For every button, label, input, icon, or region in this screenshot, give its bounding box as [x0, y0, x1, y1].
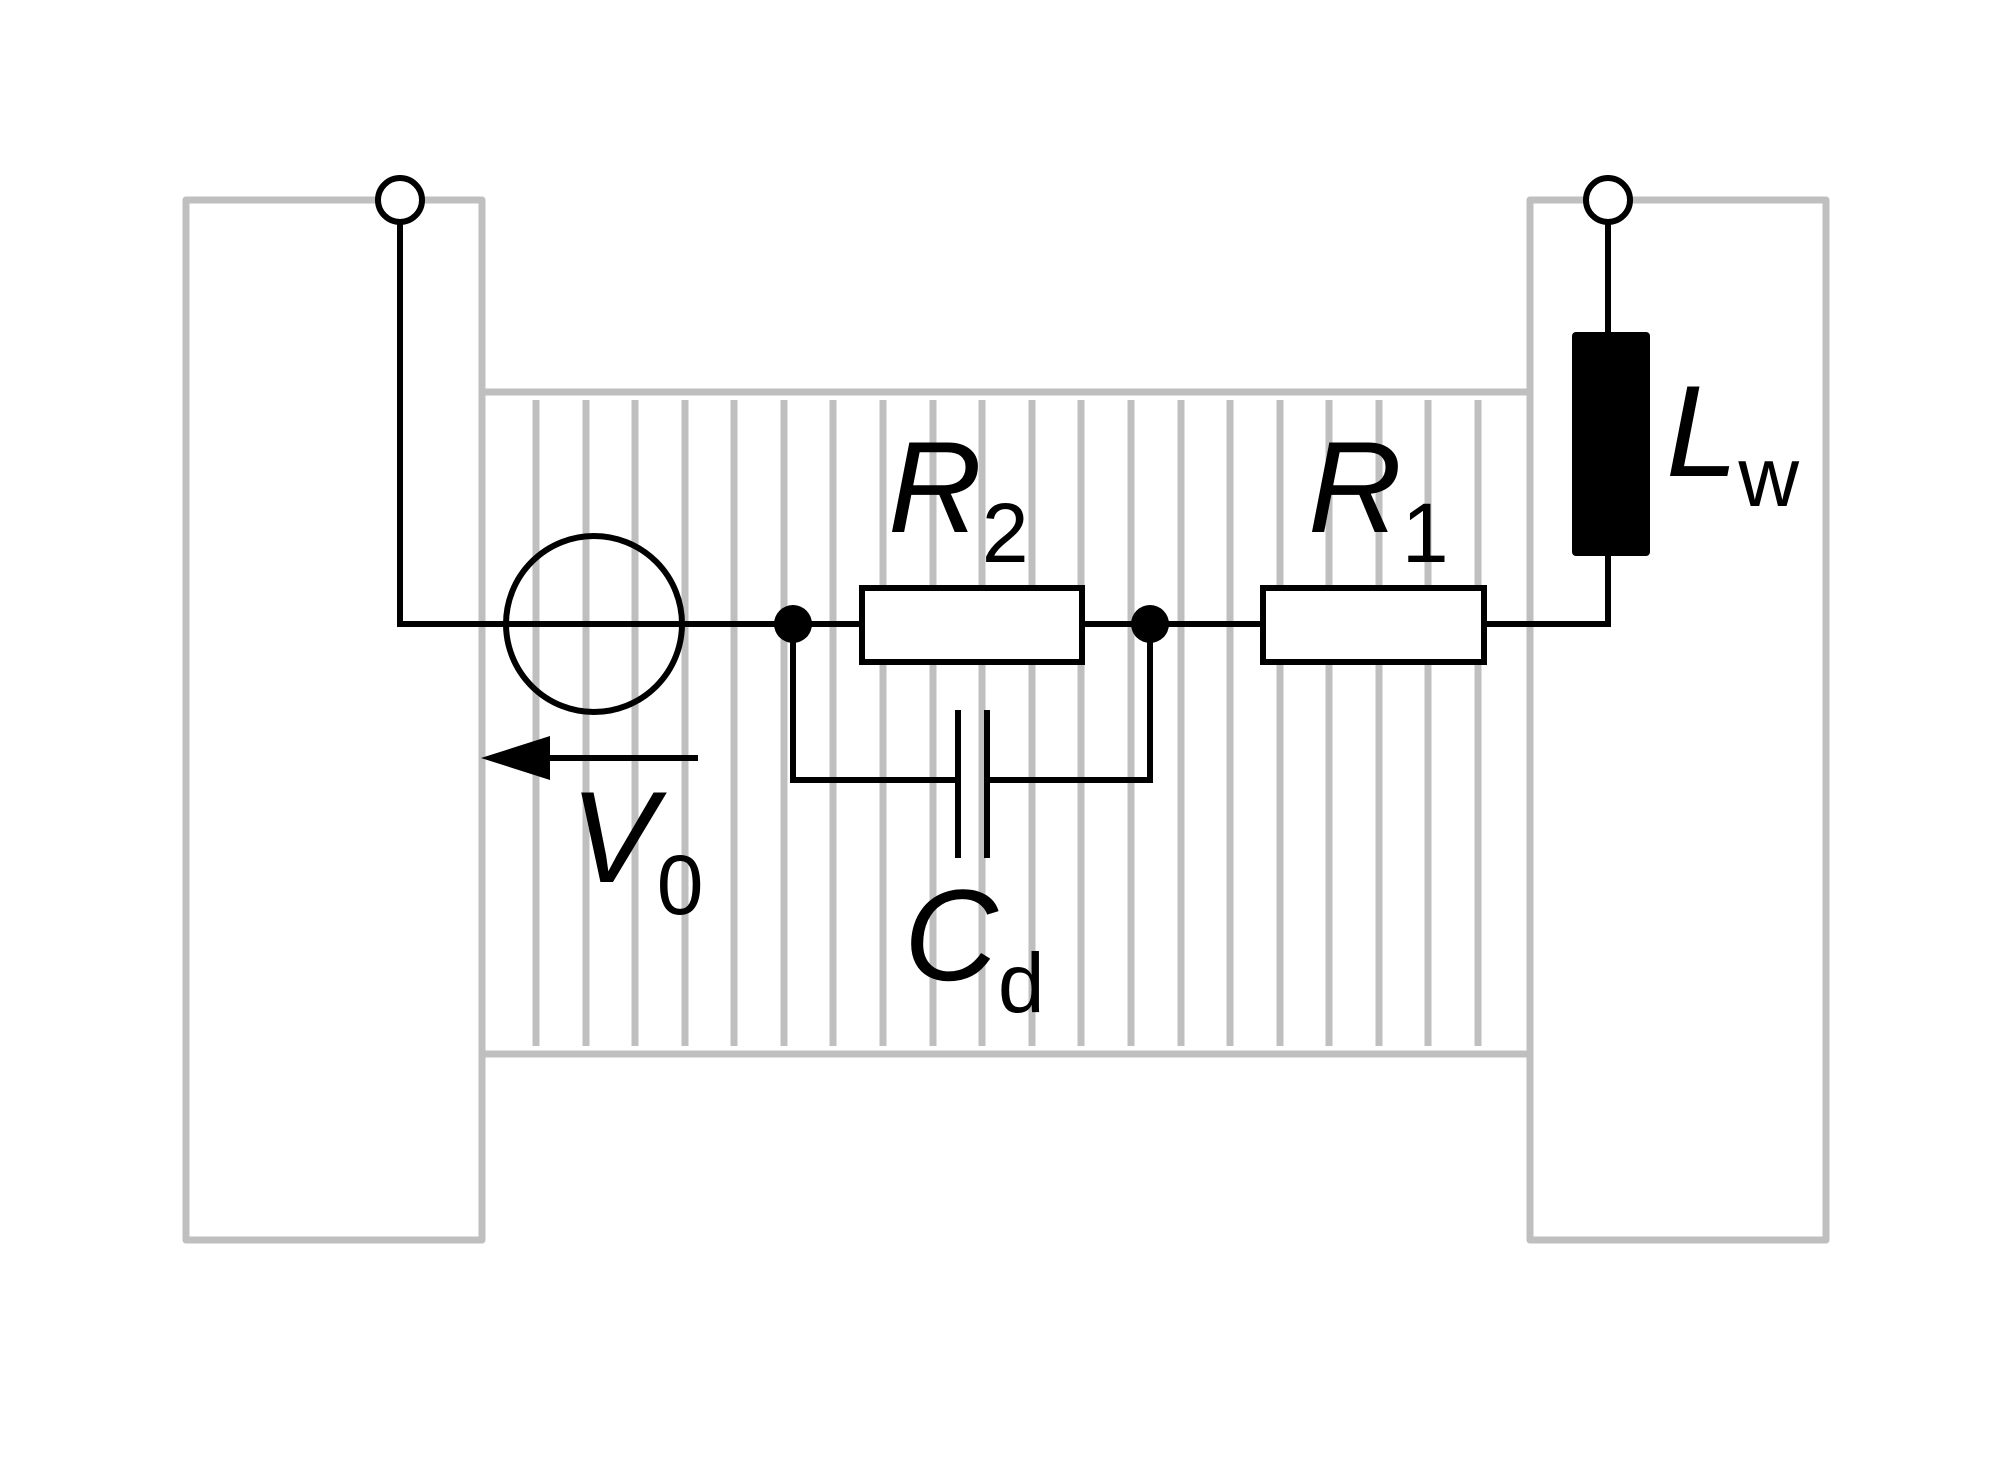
junction-node-left	[774, 605, 812, 643]
resistor-r2	[859, 585, 1085, 665]
voltage-arrow	[481, 736, 698, 780]
inductor-lw	[1572, 332, 1650, 556]
right-terminal	[1583, 175, 1633, 225]
resistor-r1	[1260, 585, 1487, 665]
left-terminal	[375, 175, 425, 225]
lw-label: Lw	[1666, 358, 1799, 524]
right-contact-block	[1526, 196, 1830, 1244]
cd-label: Cd	[904, 862, 1045, 1030]
junction-node-right	[1131, 605, 1169, 643]
v0-label: V0	[570, 764, 703, 932]
voltage-arrow-head	[481, 736, 550, 780]
channel-hatching	[532, 400, 1482, 1046]
r1-label: R1	[1308, 414, 1449, 580]
left-contact-block	[182, 196, 486, 1244]
device-structure	[182, 196, 1830, 1244]
capacitor-cd	[955, 710, 990, 858]
r2-label: R2	[888, 414, 1029, 580]
capacitor-left-wire	[790, 624, 955, 783]
r1-to-lw-wire	[1484, 556, 1611, 627]
capacitor-right-wire	[990, 624, 1153, 783]
